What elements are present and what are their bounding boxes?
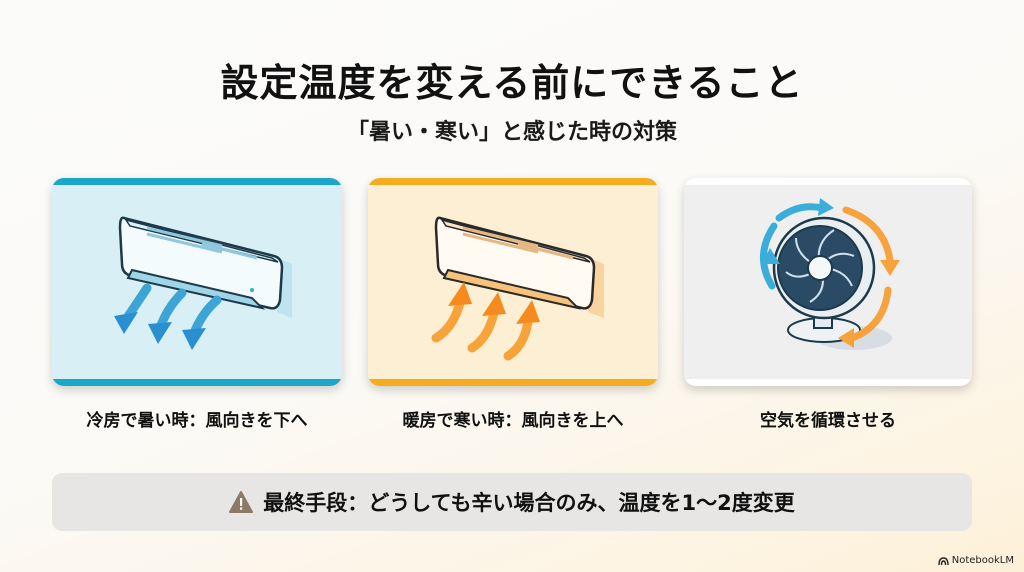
brand-watermark: NotebookLM — [938, 555, 1014, 566]
caption-heating: 暖房で寒い時：風向きを上へ — [402, 411, 624, 431]
warning-icon — [229, 491, 254, 513]
note-text: 最終手段：どうしても辛い場合のみ、温度を1〜2度変更 — [263, 491, 795, 515]
caption-cooling: 冷房で暑い時：風向きを下へ — [86, 411, 308, 431]
last-resort-note: 最終手段：どうしても辛い場合のみ、温度を1〜2度変更 — [52, 473, 972, 531]
card-heating — [368, 178, 658, 386]
air-conditioner-down-arrows-icon — [114, 216, 292, 350]
air-conditioner-up-arrows-icon — [431, 216, 604, 361]
card-accent-bar — [684, 379, 972, 386]
card-accent-bar — [368, 379, 658, 386]
page-subtitle: 「暑い・寒い」と感じた時の対策 — [346, 120, 677, 145]
card-accent-bar — [52, 379, 342, 386]
circulator-fan-icon — [760, 198, 900, 350]
brand-label: NotebookLM — [951, 555, 1014, 566]
card-accent-bar — [368, 178, 658, 185]
caption-circulate: 空気を循環させる — [760, 411, 896, 431]
card-accent-bar — [684, 178, 972, 185]
card-circulate — [684, 178, 972, 386]
card-cooling — [52, 178, 342, 386]
notebooklm-logo-icon — [938, 557, 949, 565]
page-title: 設定温度を変える前にできること — [220, 61, 804, 105]
card-accent-bar — [52, 178, 342, 185]
